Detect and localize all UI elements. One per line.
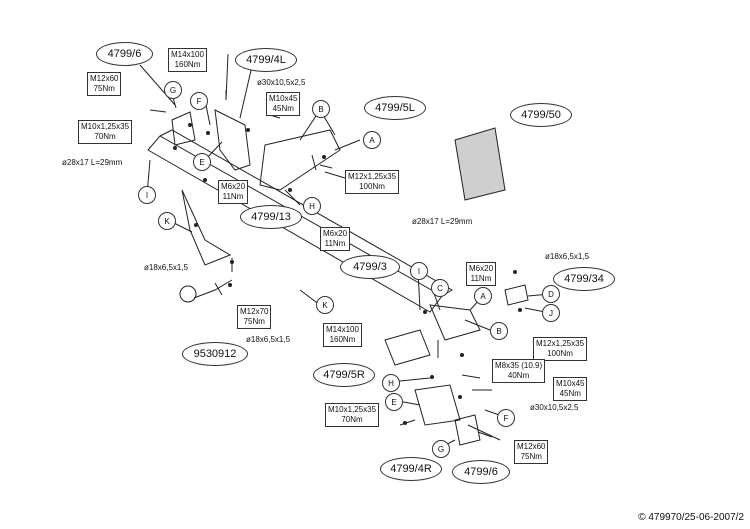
label-tube-left: ø28x17 L=29mm	[62, 158, 123, 167]
part-4799-3: 4799/3	[340, 255, 400, 279]
callout-b-top: B	[312, 100, 330, 118]
left-arm	[259, 129, 341, 191]
part-4799-4l: 4799/4L	[235, 48, 297, 72]
right-bracket	[414, 384, 461, 426]
callout-k-mid: K	[316, 296, 334, 314]
callout-f-bottom: F	[497, 409, 515, 427]
label-washer-bottom: ø30x10,5x2,5	[530, 403, 579, 412]
spec-m8x35: M8x35 (10.9)40Nm	[492, 359, 546, 383]
callout-h-bottom: H	[382, 374, 400, 392]
callout-e-top: E	[193, 153, 211, 171]
part-4799-5r: 4799/5R	[313, 363, 375, 387]
part-4799-13: 4799/13	[240, 205, 302, 229]
callout-i-left: I	[138, 186, 156, 204]
tow-ball	[179, 285, 197, 303]
part-4799-34: 4799/34	[553, 267, 615, 291]
part-4799-6-bottom: 4799/6	[452, 460, 510, 484]
drawbar	[181, 189, 232, 266]
part-4799-5l: 4799/5L	[364, 96, 426, 120]
part-9530912: 9530912	[182, 342, 248, 366]
callout-j-right: J	[542, 304, 560, 322]
label-washer18-right: ø18x6,5x1,5	[545, 252, 590, 261]
part-4799-6-top: 4799/6	[96, 42, 153, 66]
label-washer-top: ø30x10,5x2,5	[257, 78, 306, 87]
callout-a-right: A	[474, 287, 492, 305]
callout-g-top: G	[164, 81, 182, 99]
part-4799-4r: 4799/4R	[380, 457, 442, 481]
callout-d-right: D	[542, 285, 560, 303]
callout-k-left: K	[158, 212, 176, 230]
label-washer18-left: ø18x6,5x1,5	[144, 263, 189, 272]
callout-c-right: C	[431, 279, 449, 297]
right-arm	[384, 329, 431, 366]
callout-i-right: I	[410, 262, 428, 280]
part-4799-50: 4799/50	[510, 103, 572, 127]
callout-b-right: B	[490, 322, 508, 340]
callout-a-top: A	[363, 131, 381, 149]
wiring-card	[454, 127, 506, 201]
callout-f-top: F	[190, 92, 208, 110]
label-tube-right: ø28x17 L=29mm	[412, 217, 473, 226]
callout-h-top: H	[303, 197, 321, 215]
callout-e-bottom: E	[385, 393, 403, 411]
left-bracket	[214, 109, 251, 171]
label-washer18-mid: ø18x6,5x1,5	[246, 335, 291, 344]
callout-g-bottom: G	[432, 440, 450, 458]
copyright-notice: © 479970/25-06-2007/2	[638, 512, 744, 523]
